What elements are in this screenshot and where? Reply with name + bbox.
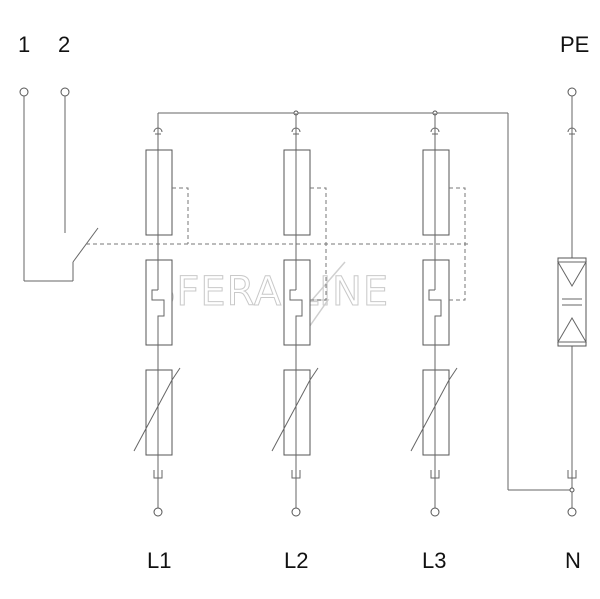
- varistor-l3: [422, 369, 450, 456]
- remote-signal-contact: [19, 87, 470, 282]
- terminal-l1-circle: [153, 507, 163, 517]
- phase-module-l1: [133, 113, 189, 517]
- terminal-l3-circle: [430, 507, 440, 517]
- terminal-label-1: 1: [18, 32, 30, 57]
- varistor-l2: [283, 369, 311, 456]
- phase-module-l2: [271, 110, 327, 517]
- fuse-l2: [283, 149, 311, 236]
- pe-n-spark-gap-module: [557, 87, 587, 517]
- phase-module-l3: [410, 110, 466, 517]
- terminal-label-pe: PE: [560, 32, 589, 57]
- terminal-label-l1: L1: [147, 548, 171, 573]
- terminal-label-l2: L2: [284, 548, 308, 573]
- spark-gap: [557, 257, 587, 347]
- fuse-l3: [422, 149, 450, 236]
- terminal-label-n: N: [565, 548, 581, 573]
- terminal-l2-circle: [291, 507, 301, 517]
- thermal-disconnector-l2: [283, 259, 311, 346]
- terminal-n-circle: [567, 507, 577, 517]
- terminal-label-l3: L3: [422, 548, 446, 573]
- terminal-1-circle: [19, 87, 29, 97]
- fuse-l1: [145, 149, 173, 236]
- thermal-disconnector-l1: [145, 259, 173, 346]
- switch-blade: [72, 227, 99, 263]
- varistor-l1: [145, 369, 173, 456]
- terminal-2-circle: [60, 87, 70, 97]
- terminal-label-2: 2: [58, 32, 70, 57]
- terminal-pe-circle: [567, 87, 577, 97]
- thermal-disconnector-l3: [422, 259, 450, 346]
- watermark: SFERA LINE: [150, 269, 389, 315]
